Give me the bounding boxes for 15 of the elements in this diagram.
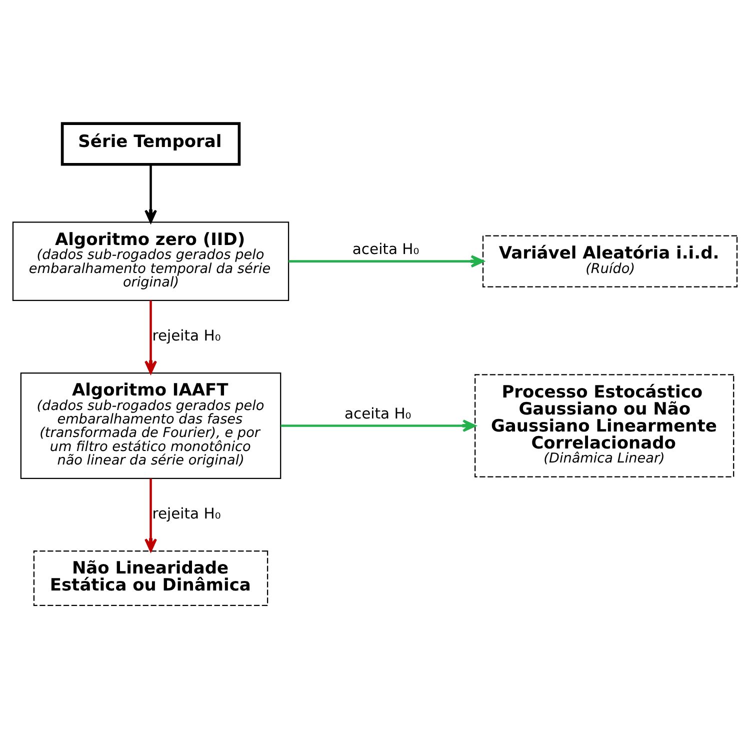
arrow [144, 478, 157, 552]
node-box: Algoritmo IAAFT (dados sub-rogados gerados pelo embaralhamento das fases (transformada de Fourier), e por um filtro estático monotônico não linear da série original) [20, 372, 282, 480]
node-box: Processo Estocástico Gaussiano ou Não Gaussiano Linearmente Correlacionado (Dinâmica Linear) [474, 374, 734, 478]
arrow [144, 300, 157, 374]
edge-label: aceita H₀ [344, 405, 412, 422]
arrow [144, 164, 157, 224]
node-box: Algoritmo zero (IID) (dados sub-rogados gerados pelo embaralhamento temporal da série original) [12, 222, 290, 301]
node-box: Variável Aleatória i.i.d. (Ruído) [482, 235, 738, 288]
arrow [280, 420, 476, 432]
edge-label: rejeita H₀ [152, 506, 221, 523]
node-box: Não Linearidade Estática ou Dinâmica [33, 550, 268, 606]
edge-label: aceita H₀ [352, 240, 420, 258]
arrow [288, 255, 484, 268]
node-box: Série Temporal [60, 122, 241, 166]
edge-label: rejeita H₀ [152, 328, 221, 345]
